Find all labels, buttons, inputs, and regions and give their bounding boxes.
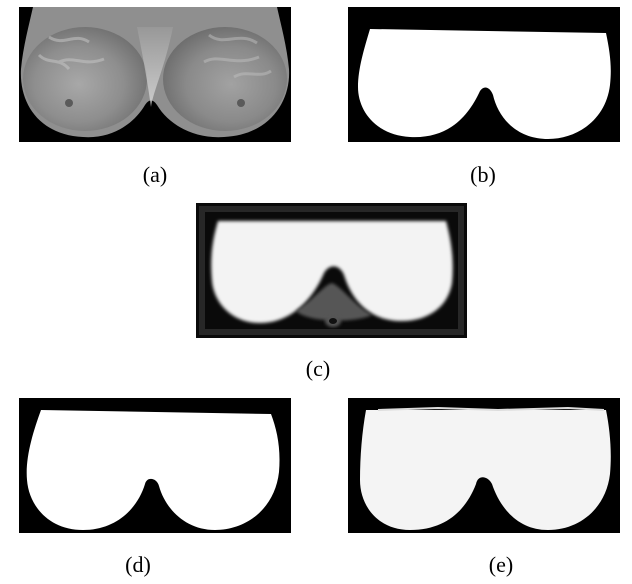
cleavage-region — [137, 27, 173, 107]
segmentation-mask-panel-e — [348, 398, 620, 533]
vein-pattern-right — [203, 33, 272, 79]
probability-lower-fade — [296, 283, 372, 321]
segmentation-mask-panel-d — [19, 398, 291, 533]
probability-blob-dark — [329, 318, 337, 324]
probability-region — [211, 221, 453, 323]
ground-truth-mask-panel — [348, 7, 620, 142]
caption-e: (e) — [488, 552, 514, 577]
caption-a: (a) — [142, 162, 168, 187]
vein-pattern-left — [37, 35, 105, 71]
probability-map-panel — [196, 203, 467, 338]
map-noise-border — [199, 206, 464, 335]
caption-b: (b) — [470, 162, 496, 187]
breast-mask-shape — [358, 29, 611, 139]
right-nipple — [237, 99, 245, 107]
breast-mask-shape — [360, 410, 611, 530]
thermal-image-panel — [19, 7, 291, 142]
mask-top-edge-noise — [377, 406, 605, 412]
breast-mask-shape — [26, 410, 280, 530]
left-breast — [23, 27, 147, 131]
caption-c: (c) — [305, 356, 331, 381]
right-breast — [163, 27, 287, 131]
caption-d: (d) — [125, 552, 151, 577]
left-nipple — [65, 99, 73, 107]
